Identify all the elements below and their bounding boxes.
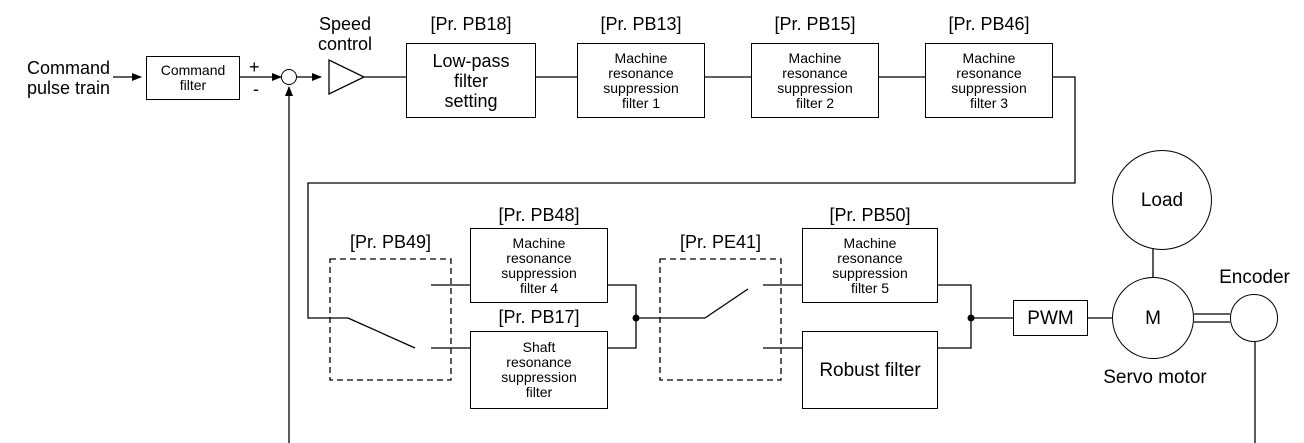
speed-control-label: Speed control bbox=[317, 14, 373, 54]
switch-pe41-housing bbox=[659, 258, 782, 381]
junction-dot-1 bbox=[632, 314, 640, 322]
machine-resonance-filter-1-label: Machine resonance suppression filter 1 bbox=[603, 49, 679, 111]
param-pe41-label: [Pr. PE41] bbox=[679, 232, 762, 252]
encoder-circle bbox=[1230, 294, 1278, 342]
sum-minus-sign: - bbox=[253, 79, 259, 99]
switch-pe41-pole bbox=[704, 288, 749, 319]
shaft-resonance-filter-block: Shaft resonance suppression filter bbox=[470, 331, 608, 409]
param-pb18-label: [Pr. PB18] bbox=[430, 14, 512, 34]
shaft-resonance-filter-label: Shaft resonance suppression filter bbox=[501, 339, 577, 400]
machine-resonance-filter-3-label: Machine resonance suppression filter 3 bbox=[951, 49, 1027, 111]
switch-pb49-housing bbox=[329, 258, 452, 381]
machine-resonance-filter-4-label: Machine resonance suppression filter 4 bbox=[501, 234, 577, 296]
param-pb15-label: [Pr. PB15] bbox=[774, 14, 856, 34]
servo-motor-label: Servo motor bbox=[1103, 367, 1207, 388]
speed-control-amplifier bbox=[328, 58, 366, 96]
command-filter-label: Command filter bbox=[160, 62, 226, 93]
motor-circle: M bbox=[1112, 277, 1194, 359]
machine-resonance-filter-2-label: Machine resonance suppression filter 2 bbox=[777, 49, 853, 111]
param-pb49-label: [Pr. PB49] bbox=[349, 232, 432, 252]
junction-dot-2 bbox=[967, 314, 975, 322]
load-circle: Load bbox=[1112, 150, 1212, 250]
low-pass-filter-block: Low-pass filter setting bbox=[406, 43, 536, 118]
pwm-block: PWM bbox=[1013, 300, 1088, 336]
robust-filter-block: Robust filter bbox=[802, 331, 938, 409]
param-pb13-label: [Pr. PB13] bbox=[600, 14, 682, 34]
load-label: Load bbox=[1140, 189, 1184, 211]
command-filter-block: Command filter bbox=[146, 56, 240, 100]
low-pass-filter-label: Low-pass filter setting bbox=[432, 50, 510, 111]
sum-plus-sign: + bbox=[249, 57, 260, 77]
input-label: Command pulse train bbox=[26, 58, 110, 98]
param-pb48-label: [Pr. PB48] bbox=[498, 205, 580, 225]
param-pb50-label: [Pr. PB50] bbox=[829, 205, 911, 225]
machine-resonance-filter-1-block: Machine resonance suppression filter 1 bbox=[577, 43, 705, 118]
switch-pb49-pole bbox=[347, 317, 416, 349]
machine-resonance-filter-3-block: Machine resonance suppression filter 3 bbox=[925, 43, 1053, 118]
robust-filter-label: Robust filter bbox=[819, 359, 921, 381]
param-pb17-label: [Pr. PB17] bbox=[498, 307, 580, 327]
summing-junction bbox=[281, 69, 297, 85]
machine-resonance-filter-5-label: Machine resonance suppression filter 5 bbox=[832, 234, 908, 296]
motor-symbol: M bbox=[1145, 307, 1161, 329]
param-pb46-label: [Pr. PB46] bbox=[948, 14, 1030, 34]
machine-resonance-filter-5-block: Machine resonance suppression filter 5 bbox=[802, 228, 938, 303]
encoder-label: Encoder bbox=[1219, 267, 1290, 288]
machine-resonance-filter-2-block: Machine resonance suppression filter 2 bbox=[751, 43, 879, 118]
pwm-label: PWM bbox=[1027, 307, 1074, 329]
machine-resonance-filter-4-block: Machine resonance suppression filter 4 bbox=[470, 228, 608, 303]
